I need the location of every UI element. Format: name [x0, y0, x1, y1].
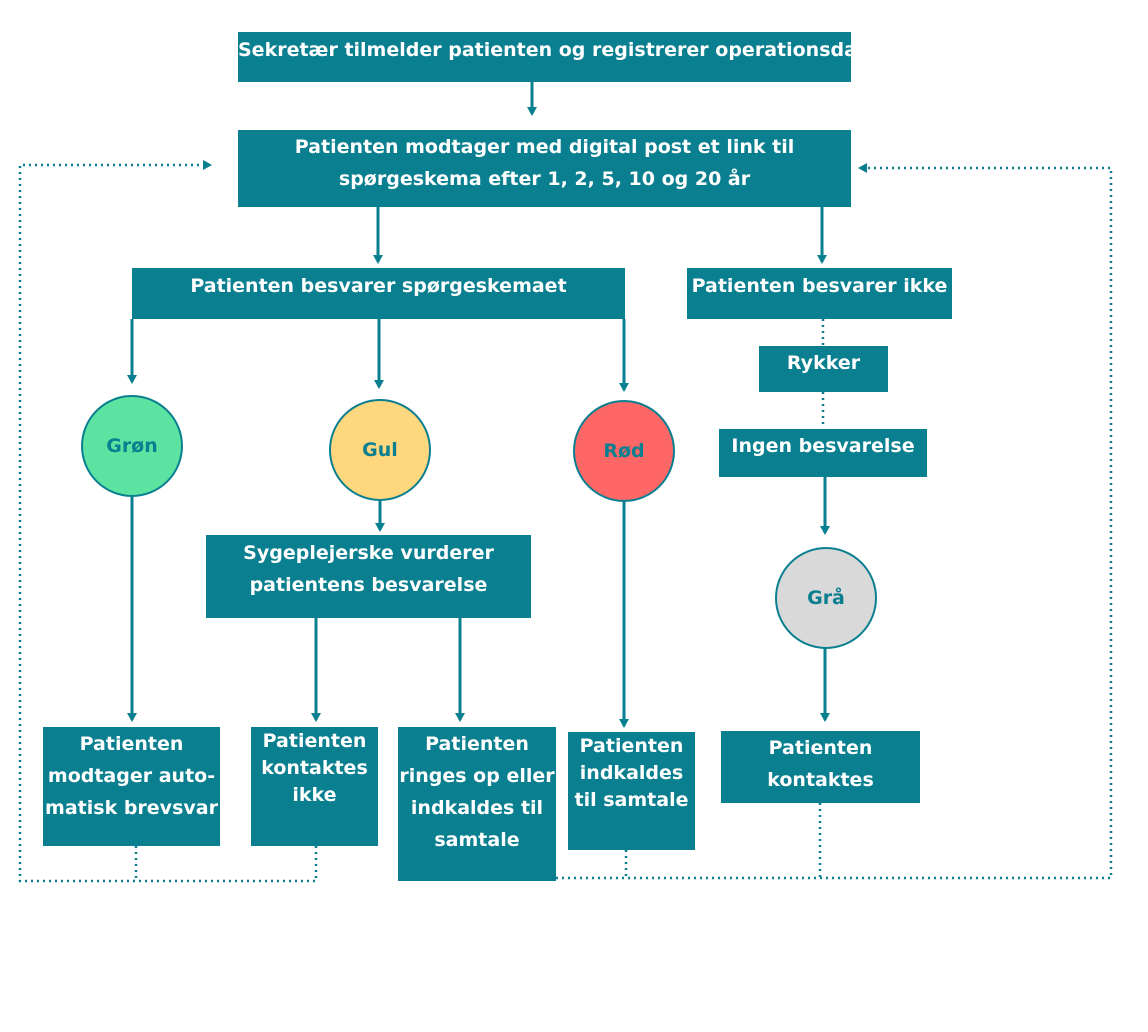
status-green-label: Grøn — [106, 435, 158, 457]
dotted-loop-left — [18, 160, 212, 883]
summoned-line-2: indkaldes — [579, 762, 684, 784]
called-or-summoned-line-4: samtale — [434, 829, 520, 851]
start-text: Sekretær tilmelder patienten og registre… — [238, 39, 880, 61]
called-or-summoned-line-1: Patienten — [425, 733, 529, 755]
auto-reply-box: Patienten modtager auto- matisk brevsvar — [43, 727, 220, 846]
no-response-box: Ingen besvarelse — [719, 429, 927, 477]
status-green-circle: Grøn — [81, 395, 183, 497]
nurse-review-box: Sygeplejerske vurderer patientens besvar… — [206, 535, 531, 618]
receive-link-box: Patienten modtager med digital post et l… — [238, 130, 851, 207]
auto-reply-line-3: matisk brevsvar — [45, 797, 218, 819]
not-contacted-line-2: kontaktes — [261, 757, 368, 779]
answers-box: Patienten besvarer spørgeskemaet — [132, 268, 625, 319]
status-yellow-circle: Gul — [329, 399, 431, 501]
not-contacted-box: Patienten kontaktes ikke — [251, 727, 378, 846]
not-contacted-line-1: Patienten — [262, 730, 367, 752]
contacted-line-2: kontaktes — [767, 769, 874, 791]
no-answer-box: Patienten besvarer ikke — [687, 268, 952, 319]
summoned-line-3: til samtale — [574, 789, 689, 811]
summoned-line-1: Patienten — [579, 735, 684, 757]
called-or-summoned-line-2: ringes op eller — [399, 765, 555, 787]
status-gray-label: Grå — [807, 587, 845, 609]
called-or-summoned-line-3: indkaldes til — [410, 797, 544, 819]
reminder-box: Rykker — [759, 346, 888, 392]
status-yellow-label: Gul — [362, 439, 398, 461]
receive-link-line-2: spørgeskema efter 1, 2, 5, 10 og 20 år — [338, 168, 751, 190]
no-response-text: Ingen besvarelse — [731, 435, 915, 457]
nurse-review-line-1: Sygeplejerske vurderer — [243, 542, 494, 564]
called-or-summoned-box: Patienten ringes op eller indkaldes til … — [398, 727, 556, 881]
status-gray-circle: Grå — [775, 547, 877, 649]
not-contacted-line-3: ikke — [292, 784, 337, 806]
dotted-not-contacted-join — [136, 846, 318, 883]
auto-reply-line-2: modtager auto- — [47, 765, 216, 787]
contacted-box: Patienten kontaktes — [721, 731, 920, 803]
dotted-loop-right — [556, 163, 1113, 880]
reminder-text: Rykker — [786, 352, 861, 374]
contacted-line-1: Patienten — [768, 737, 873, 759]
status-red-label: Rød — [603, 440, 645, 462]
receive-link-line-1: Patienten modtager med digital post et l… — [294, 136, 795, 158]
auto-reply-line-1: Patienten — [79, 733, 184, 755]
start-box: Sekretær tilmelder patienten og registre… — [238, 32, 880, 82]
answers-text: Patienten besvarer spørgeskemaet — [190, 275, 567, 297]
nurse-review-line-2: patientens besvarelse — [249, 574, 488, 596]
no-answer-text: Patienten besvarer ikke — [691, 275, 948, 297]
summoned-box: Patienten indkaldes til samtale — [568, 732, 695, 850]
status-red-circle: Rød — [573, 400, 675, 502]
